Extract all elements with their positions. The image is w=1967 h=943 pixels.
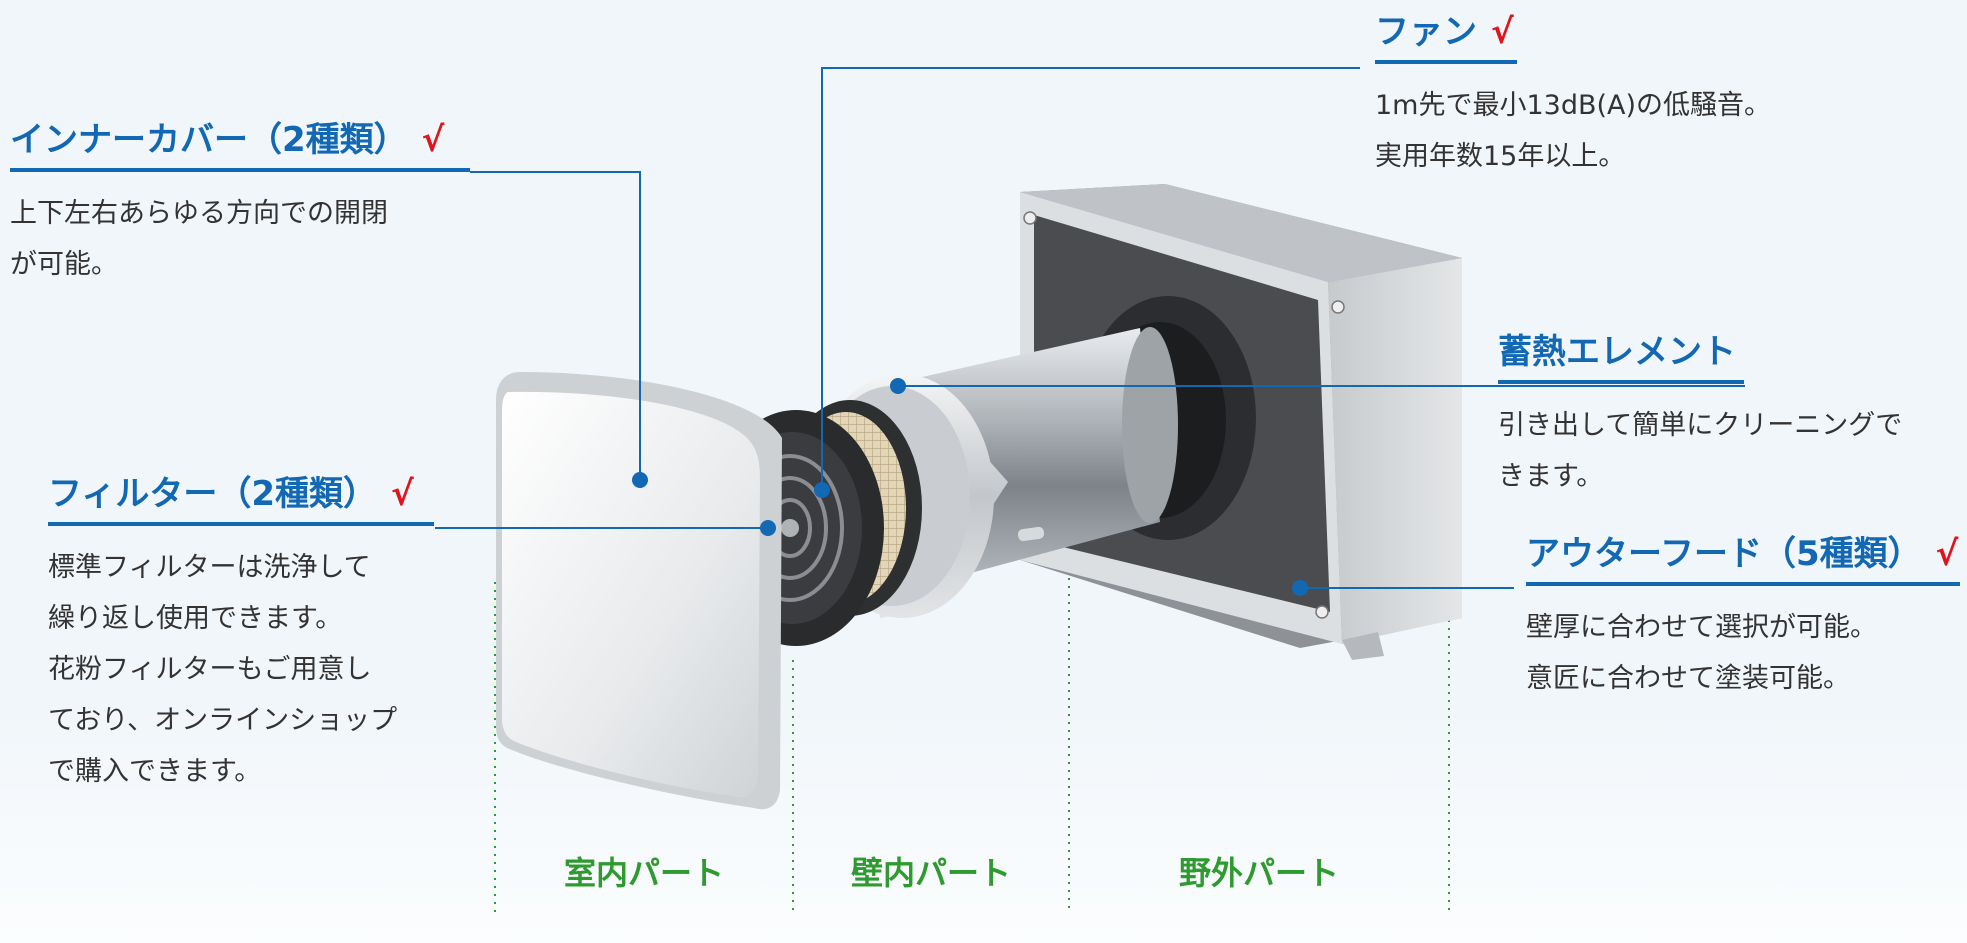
callout-filter: フィルター（2種類）√ 標準フィルターは洗浄して 繰り返し使用できます。 花粉フ… xyxy=(48,474,434,797)
fan-title: ファン√ xyxy=(1375,12,1514,52)
inner-cover-title: インナーカバー（2種類）√ xyxy=(10,120,445,160)
inner-cover-desc: 上下左右あらゆる方向での開閉 が可能。 xyxy=(10,198,388,280)
part-label-outdoor: 野外パート xyxy=(1178,854,1339,892)
part-label-wall: 壁内パート xyxy=(850,854,1011,892)
outer-hood-underline xyxy=(1526,582,1960,586)
fan-underline xyxy=(1375,60,1517,64)
fan-desc: 1m先で最小13dB(A)の低騒音。 実用年数15年以上。 xyxy=(1375,90,1772,172)
part-label-indoor: 室内パート xyxy=(563,854,724,892)
filter-desc: 標準フィルターは洗浄して 繰り返し使用できます。 花粉フィルターもご用意し てお… xyxy=(48,552,398,787)
callout-inner-cover: インナーカバー（2種類）√ 上下左右あらゆる方向での開閉 が可能。 xyxy=(10,120,470,290)
leader-lines xyxy=(435,67,1745,589)
heat-element-title: 蓄熱エレメント xyxy=(1498,332,1736,372)
callout-outer-hood: アウターフード（5種類）√ 壁厚に合わせて選択が可能。 意匠に合わせて塗装可能。 xyxy=(1526,534,1960,704)
leader-dots xyxy=(632,378,1308,596)
outer-hood-title: アウターフード（5種類）√ xyxy=(1526,534,1959,574)
part-dividers xyxy=(494,540,1450,912)
check-mark-icon: √ xyxy=(1935,534,1959,574)
callout-fan: ファン√ 1m先で最小13dB(A)の低騒音。 実用年数15年以上。 xyxy=(1375,12,1895,182)
check-mark-icon: √ xyxy=(390,474,414,514)
heat-element-underline xyxy=(1498,380,1744,384)
floor-shade xyxy=(0,700,1967,943)
check-mark-icon: √ xyxy=(421,120,445,160)
outer-hood-desc: 壁厚に合わせて選択が可能。 意匠に合わせて塗装可能。 xyxy=(1526,612,1877,694)
callout-heat-element: 蓄熱エレメント 引き出して簡単にクリーニングで きます。 xyxy=(1498,332,1958,502)
filter-underline xyxy=(48,522,434,526)
heat-element-desc: 引き出して簡単にクリーニングで きます。 xyxy=(1498,410,1903,492)
inner-cover xyxy=(496,372,782,810)
check-mark-icon: √ xyxy=(1491,12,1514,52)
inner-cover-underline xyxy=(10,168,470,172)
filter-title: フィルター（2種類）√ xyxy=(48,474,414,514)
